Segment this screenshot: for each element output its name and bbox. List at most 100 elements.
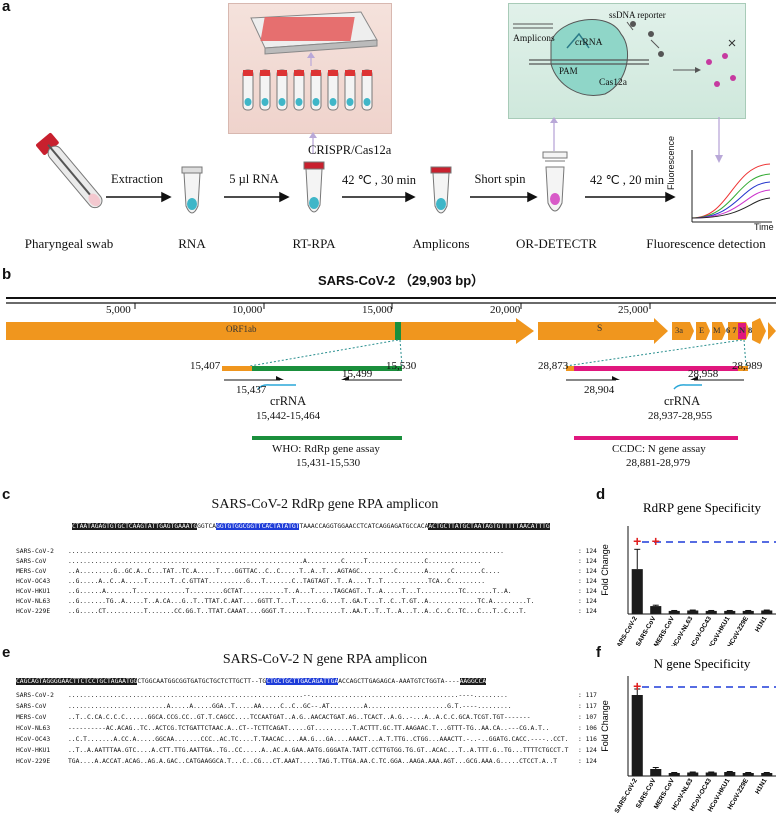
rdrp-crrna-range: 15,442-15,464 [256, 410, 321, 422]
or-detectr-tube-icon [542, 151, 568, 212]
step-42c-20min: 42 ℃ , 20 min [589, 173, 665, 187]
positive-mark: + [633, 678, 641, 694]
gene-3a: 3a [675, 325, 684, 335]
n-rev-primer: 28,958 [688, 368, 719, 380]
alignment-row: MERS-CoV..A.........G..GC.A..C...TAT..TC… [16, 568, 597, 578]
alignment-row: HCoV-OC43..C.T.......A.CC.A.....GGCAA...… [16, 736, 597, 747]
cas12a-mechanism-illustration [513, 19, 736, 96]
row-species: HCoV-HKU1 [16, 588, 51, 595]
detection-link-arrow [550, 117, 558, 151]
x-tick-label: SARS-CoV-2 [614, 777, 640, 814]
alignment-row: MERS-CoV..T..C.CA.C.C.C......GGCA.CCG.CC… [16, 714, 597, 725]
rdrp-assay-name: WHO: RdRp gene assay [272, 443, 380, 455]
rdrp-alignment-title: SARS-CoV-2 RdRp gene RPA amplicon [211, 497, 439, 512]
y-axis-label: Fold Change [600, 700, 610, 752]
alignment-row: HCoV-HKU1..T..A.AATTTAA.GTC....A.CTT.TTG… [16, 747, 597, 758]
n-reference-sequence: CAGCAGTAGGGGAACTTCTCCTGCTAGAATGGCTGGCAAT… [16, 677, 487, 687]
tick-10000: 10,000 [232, 304, 263, 316]
row-sequence: ........................................… [68, 692, 508, 699]
gene-8: 8 [748, 325, 753, 335]
plate-and-tubes-illustration [242, 11, 378, 111]
row-sequence: ..C.T.......A.CC.A.....GGCAA.......CCC..… [68, 736, 569, 743]
row-species: HCoV-HKU1 [16, 747, 51, 754]
positive-mark: + [633, 533, 641, 549]
row-species: SARS-CoV [16, 558, 47, 565]
row-sequence: ..T..C.CA.C.C.C......GGCA.CCG.CC..GT.T.C… [68, 714, 531, 721]
alignment-row: HCoV-HKU1 ..G......A.......T.............… [16, 588, 597, 598]
row-species: SARS-CoV-2 [16, 692, 54, 699]
bar [650, 606, 662, 614]
stage-amplicons: Amplicons [412, 236, 470, 251]
rna-tube-icon [181, 166, 203, 214]
bar [687, 772, 699, 776]
row-length: : 124 [578, 558, 597, 565]
alignment-row: HCoV-229E..G.....CT..........T.......CC.… [16, 608, 597, 618]
rt-rpa-tube-icon [303, 161, 325, 213]
bar [631, 569, 643, 614]
row-sequence: ..G.....CT..........T.......CC.GG.T..TTA… [68, 608, 527, 615]
alignment-row: HCoV-OC43..G.....A..C..A.....T......T..C… [16, 578, 597, 588]
bar [668, 610, 680, 614]
rdrp-crrna-label: crRNA [270, 394, 307, 408]
n-end: 28,989 [732, 360, 763, 372]
row-length: : 106 [578, 725, 597, 732]
bar [724, 772, 736, 776]
panel-label-f: f [596, 644, 601, 661]
genome-title: SARS-CoV-2 （29,903 bp） [318, 270, 484, 289]
pharyngeal-swab-icon [36, 132, 103, 209]
bar [742, 773, 754, 776]
alignment-row: HCoV-NL63----------AC.ACAG..TC..ACTCG.TC… [16, 725, 597, 736]
y-axis-label: Fold Change [600, 544, 610, 596]
row-length: : 124 [578, 747, 597, 754]
tick-25000: 25,000 [618, 304, 649, 316]
stage-fluorescence-detection: Fluorescence detection [646, 236, 766, 251]
tick-20000: 20,000 [490, 304, 521, 316]
panel-label-b: b [2, 266, 12, 283]
rdrp-fwd-primer-seq: CTAATAGAGTGTGCTCAAGTATTGAGTGAAATG [72, 523, 198, 530]
row-species: MERS-CoV [16, 568, 47, 575]
bar [724, 610, 736, 614]
rdrp-start: 15,407 [190, 360, 221, 372]
n-crrna-range: 28,937-28,955 [648, 410, 713, 422]
crrna-box-label: crRNA [575, 38, 603, 48]
row-length: : 124 [578, 598, 597, 605]
row-species: HCoV-229E [16, 758, 51, 765]
pam-label: PAM [559, 66, 578, 76]
time-xlabel: Time [754, 222, 774, 232]
bar [687, 610, 699, 614]
alignment-row: SARS-CoV-2..............................… [16, 548, 597, 558]
workflow-arrows [106, 191, 676, 203]
stage-pharyngeal-swab: Pharyngeal swab [24, 236, 114, 251]
ssdna-reporter-label: ssDNA reporter [609, 10, 666, 20]
genome-size: （29,903 bp） [398, 273, 485, 288]
n-rev-primer-seq: AAGGCCA [459, 678, 487, 685]
n-fwd-primer: 28,904 [584, 384, 615, 396]
step-42c-30min: 42 ℃ , 30 min [341, 173, 417, 187]
stage-rt-rpa: RT-RPA [292, 236, 336, 251]
row-sequence: ..G.....A..C..A.....T......T..C.GTTAT...… [68, 578, 486, 585]
chart-title: N gene Specificity [654, 656, 751, 671]
step-5ul-rna: 5 µl RNA [229, 172, 279, 186]
n-ref-mid2: ACCAGCTTGAGAGCA-AAATGTCTGGTA---- [338, 678, 460, 685]
bar [705, 610, 717, 614]
bar [631, 695, 643, 776]
row-sequence: ..G......A.......T.............T........… [68, 588, 512, 595]
rdrp-rev-primer-seq: ACTGCTTATGCTAATAGTGTTTTTAACATTTG [428, 523, 550, 530]
tick-15000: 15,000 [362, 304, 393, 316]
gene-m: M [713, 325, 721, 335]
row-species: SARS-CoV [16, 703, 47, 710]
rdrp-ref-mid2: TAAACCAGGTGGAACCTCATCAGGAGATGCCACA [299, 523, 429, 530]
panel-label-a: a [2, 0, 11, 15]
gene-s: S [597, 324, 603, 334]
row-length: : 117 [578, 692, 597, 699]
row-species: SARS-CoV-2 [16, 548, 54, 555]
n-start: 28,873 [538, 360, 569, 372]
rdrp-fwd-primer: 15,437 [236, 384, 267, 396]
n-fwd-primer-seq: CAGCAGTAGGGGAACTTCTCCTGCTAGAATGG [16, 678, 138, 685]
rdrp-end: 15,530 [386, 360, 417, 372]
plate-link-arrow [309, 132, 317, 154]
fluorescence-curve-plot [691, 150, 772, 223]
rdrp-ref-mid1: GGTCA [197, 523, 217, 530]
